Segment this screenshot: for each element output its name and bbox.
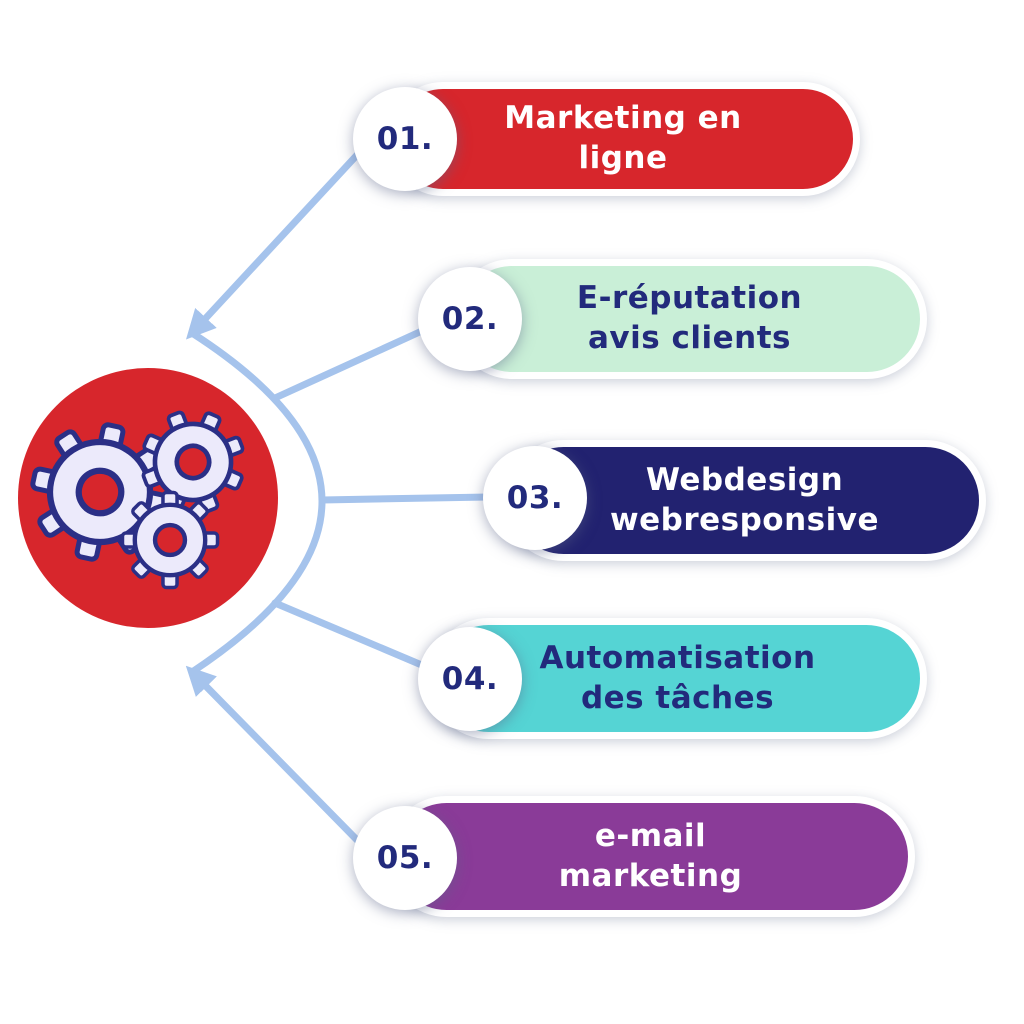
connector-to-item-2 <box>271 326 428 402</box>
number-label-01: 01. <box>376 121 434 157</box>
gears-icon <box>18 368 278 628</box>
number-label-02: 02. <box>441 301 499 337</box>
pill-email-marketing: e-mail marketing <box>386 796 915 917</box>
pill-label-3: Webdesign webresponsive <box>610 461 879 538</box>
pill-label-4: Automatisation des tâches <box>539 639 816 716</box>
number-label-05: 05. <box>376 840 434 876</box>
pill-label-2: E-réputation avis clients <box>576 280 803 356</box>
gear-bottom <box>122 492 217 587</box>
number-badge-04: 04. <box>418 627 522 731</box>
pill-label-1: Marketing en ligne <box>504 100 742 176</box>
number-label-04: 04. <box>441 661 499 697</box>
number-badge-02: 02. <box>418 267 522 371</box>
connector-to-item-4 <box>271 599 428 670</box>
connector-to-item-3 <box>318 493 492 504</box>
pill-e-reputation: E-réputation avis clients <box>452 259 927 379</box>
center-circle <box>18 368 278 628</box>
number-badge-03: 03. <box>483 446 587 550</box>
connector-to-item-1 <box>186 151 361 340</box>
connector-to-item-5 <box>185 665 361 844</box>
pill-label-5: e-mail marketing <box>558 817 743 894</box>
pill-marketing-en-ligne: Marketing en ligne <box>386 82 860 196</box>
number-badge-05: 05. <box>353 806 457 910</box>
pill-automatisation: Automatisation des tâches <box>428 618 927 739</box>
number-label-03: 03. <box>506 480 564 516</box>
number-badge-01: 01. <box>353 87 457 191</box>
